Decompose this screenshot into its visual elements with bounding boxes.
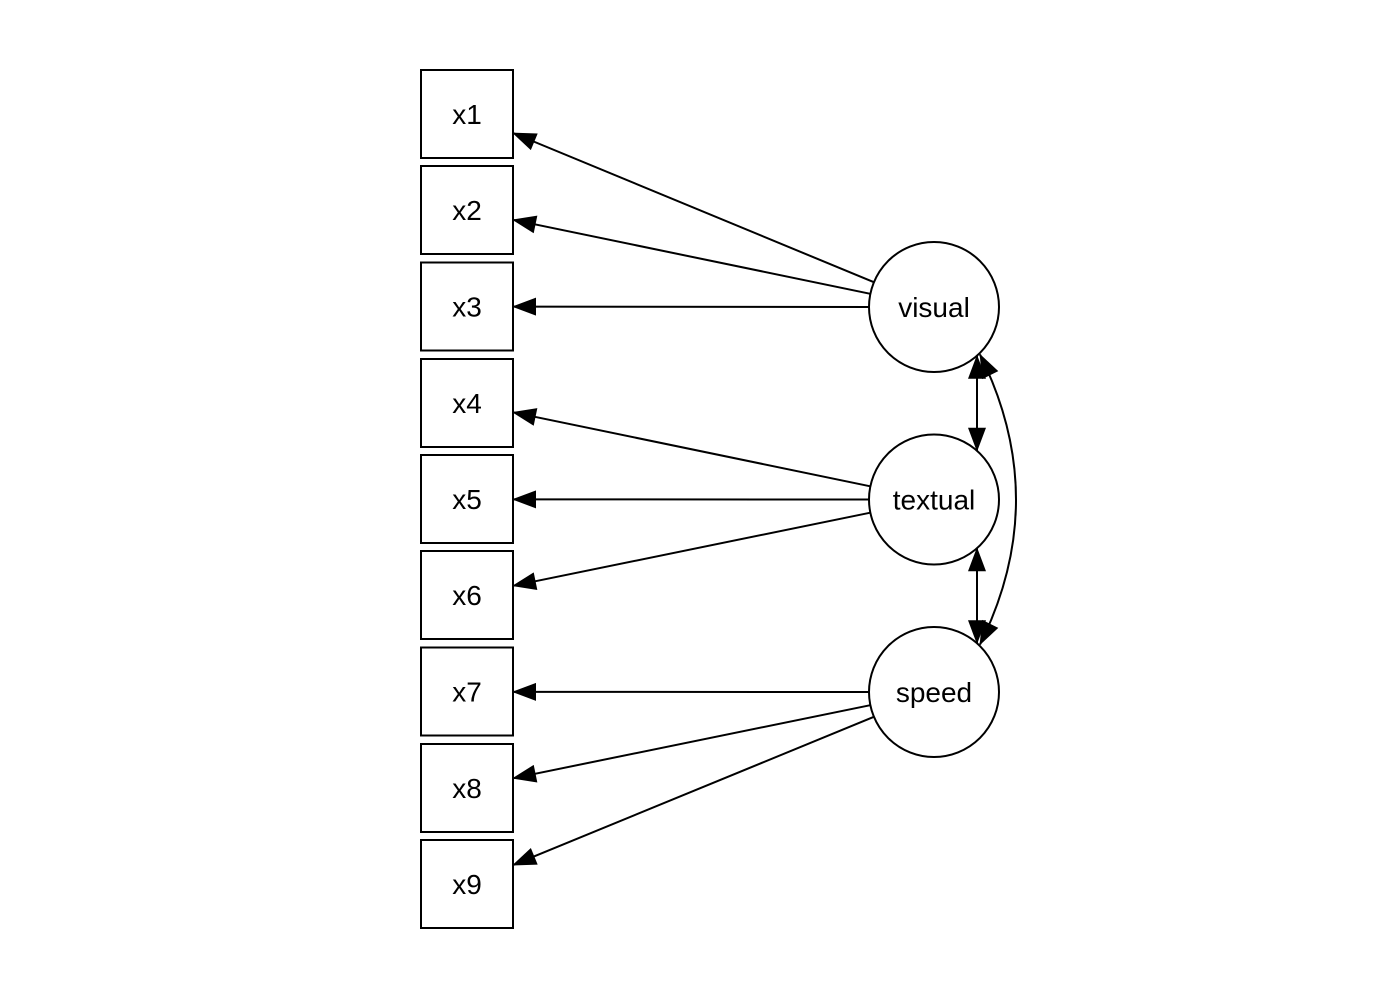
x4-label: x4 [452,388,482,419]
latent-node-speed: speed [868,626,1000,758]
textual-label: textual [893,484,976,515]
manifest-node-x9: x9 [420,839,514,929]
loading-arrow-visual-x1 [512,132,875,284]
covariance-arrow-visual-speed [979,353,1017,646]
loading-arrow-visual-x2 [512,215,871,295]
x1-label: x1 [452,99,482,130]
manifest-node-x5: x5 [420,454,514,544]
x2-label: x2 [452,195,482,226]
x5-label: x5 [452,484,482,515]
manifest-node-x4: x4 [420,358,514,448]
speed-label: speed [896,677,972,708]
nodes-layer: x1 x2 x3 x4 x5 x6 x7 x8 x9 visual textual speed [420,69,1000,929]
manifest-node-x8: x8 [420,743,514,833]
manifest-node-x3: x3 [420,261,514,352]
manifest-node-x7: x7 [420,646,514,737]
x1-square [420,69,514,159]
manifest-node-x1: x1 [420,69,514,159]
manifest-node-x6: x6 [420,550,514,640]
latent-node-visual: visual [868,241,1000,373]
x4-square [420,358,514,448]
manifest-node-x2: x2 [420,165,514,255]
loading-arrow-speed-x9 [512,715,875,867]
x5-square [420,454,514,544]
x7-label: x7 [452,676,482,707]
latent-node-textual: textual [868,433,1000,566]
x6-square [420,550,514,640]
x9-label: x9 [452,869,482,900]
x8-square [420,743,514,833]
x6-label: x6 [452,580,482,611]
loading-arrow-textual-x6 [512,511,871,591]
x9-square [420,839,514,929]
x2-square [420,165,514,255]
visual-label: visual [898,292,970,323]
x3-label: x3 [452,291,482,322]
x8-label: x8 [452,773,482,804]
loading-arrow-speed-x8 [512,704,871,783]
edges-layer [512,132,1017,867]
loading-arrow-textual-x4 [512,408,871,488]
